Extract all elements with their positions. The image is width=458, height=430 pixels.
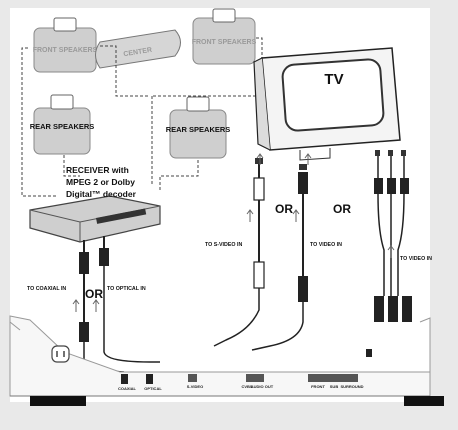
rear-left-speaker-label: REAR SPEAKERS <box>30 122 95 131</box>
to-coaxial-in-label: TO COAXIAL IN <box>27 286 66 292</box>
panel-svideo-label: S-VIDEO <box>187 384 203 389</box>
panel-speaker-output-jacks <box>308 374 358 382</box>
panel-sub-label: SUB <box>330 384 339 389</box>
panel-front-label: FRONT <box>311 384 325 389</box>
right-foot <box>404 396 444 406</box>
tv-svideo-port <box>255 158 263 164</box>
panel-optical-label: OPTICAL <box>144 386 162 391</box>
front-right-speaker-label: FRONT SPEAKERS <box>192 39 257 46</box>
panel-cvbs-audio-jacks <box>246 374 264 382</box>
power-socket-icon <box>51 345 70 363</box>
panel-coaxial-jack <box>121 374 128 384</box>
tv-set <box>253 47 401 161</box>
panel-coaxial-label: COAXIAL <box>118 386 137 391</box>
to-video-in-label-center: TO VIDEO IN <box>310 242 342 248</box>
panel-optical-jack <box>146 374 153 384</box>
receiver-label-line1: RECEIVER with <box>66 165 129 175</box>
receiver-unit <box>29 195 161 243</box>
receiver-label-line3: Digital™ decoder <box>66 189 137 199</box>
svideo-cable <box>213 164 265 347</box>
panel-surround-label: SURROUND <box>340 384 363 389</box>
rear-right-speaker-label: REAR SPEAKERS <box>166 125 231 134</box>
optical-cable <box>99 236 160 363</box>
component-cable <box>374 156 412 322</box>
panel-cvbs-label: CVBS <box>241 384 252 389</box>
center-speaker-label: CENTER <box>123 47 153 58</box>
panel-svideo-jack <box>188 374 197 382</box>
panel-audio-out-label: AUDIO OUT <box>251 384 274 389</box>
to-optical-in-label: TO OPTICAL IN <box>107 286 146 292</box>
tv-port-blue <box>401 150 406 156</box>
panel-small-jack <box>366 349 372 357</box>
or-video-label-2: OR <box>333 202 351 216</box>
rear-right-speaker: REAR SPEAKERS <box>166 96 231 159</box>
receiver-label-line2: MPEG 2 or Dolby <box>66 177 135 187</box>
to-svideo-in-label: TO S-VIDEO IN <box>205 242 242 248</box>
video-cable <box>251 172 308 351</box>
to-video-in-label-right: TO VIDEO IN <box>400 256 432 262</box>
tv-video-port <box>299 164 307 170</box>
tv-port-green <box>388 150 393 156</box>
front-left-speaker-label: FRONT SPEAKERS <box>33 47 98 54</box>
or-video-label-1: OR <box>275 202 293 216</box>
rear-left-speaker: REAR SPEAKERS <box>30 94 95 155</box>
tv-label: TV <box>324 71 343 88</box>
center-speaker: CENTER <box>95 29 181 69</box>
direction-arrows <box>72 153 395 312</box>
front-right-speaker: FRONT SPEAKERS <box>192 8 257 65</box>
tv-port-red <box>375 150 380 156</box>
or-audio-label: OR <box>85 287 103 301</box>
left-foot <box>30 396 86 406</box>
receiver-label: RECEIVER with MPEG 2 or Dolby Digital™ d… <box>66 165 137 199</box>
